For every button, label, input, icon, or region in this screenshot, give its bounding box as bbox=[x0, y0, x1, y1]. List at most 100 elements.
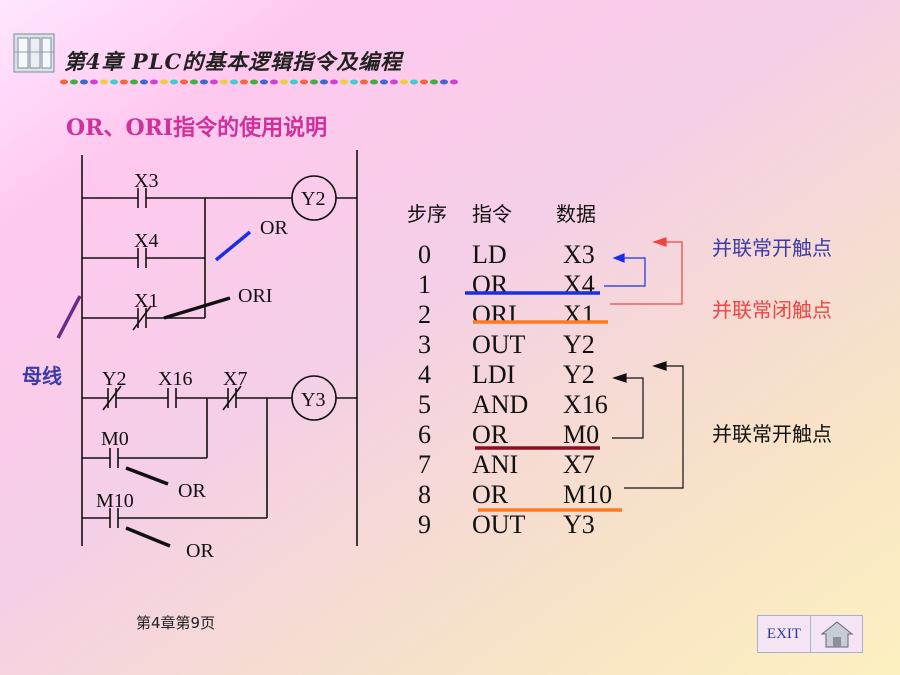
divider-dot bbox=[400, 79, 408, 85]
row-step: 5 bbox=[418, 390, 431, 419]
divider-dot bbox=[140, 79, 148, 85]
row-step: 1 bbox=[418, 270, 431, 299]
divider-dot bbox=[410, 79, 418, 85]
row-data: M10 bbox=[563, 480, 613, 509]
row-step: 8 bbox=[418, 480, 431, 509]
exit-button[interactable]: EXIT bbox=[758, 616, 811, 652]
divider-dot bbox=[420, 79, 428, 85]
row-step: 2 bbox=[418, 300, 431, 329]
row-instruction: ANI bbox=[472, 450, 519, 479]
row-step: 4 bbox=[418, 360, 431, 389]
row-data: X16 bbox=[563, 390, 608, 419]
divider-dot bbox=[350, 79, 358, 85]
or-annotation-1: OR bbox=[260, 217, 288, 239]
row-step: 0 bbox=[418, 240, 431, 269]
or-annotation-2: OR bbox=[178, 480, 206, 502]
divider-dot bbox=[270, 79, 278, 85]
coil-y3-label: Y3 bbox=[301, 389, 326, 411]
divider-dot bbox=[380, 79, 388, 85]
divider-dot bbox=[220, 79, 228, 85]
row-instruction: OR bbox=[472, 420, 509, 449]
divider-dot bbox=[450, 79, 458, 85]
divider-dot bbox=[280, 79, 288, 85]
row-instruction: LDI bbox=[472, 360, 516, 389]
home-button[interactable] bbox=[811, 616, 862, 652]
divider-dot bbox=[180, 79, 188, 85]
note-parallel-no-1: 并联常开触点 bbox=[712, 236, 832, 260]
note-parallel-nc: 并联常闭触点 bbox=[712, 298, 832, 322]
row-step: 6 bbox=[418, 420, 431, 449]
divider-dot bbox=[190, 79, 198, 85]
contact-m0-label: M0 bbox=[101, 428, 129, 450]
home-icon bbox=[820, 621, 853, 648]
divider-dot bbox=[90, 79, 98, 85]
divider-dot bbox=[290, 79, 298, 85]
divider-dot bbox=[330, 79, 338, 85]
header-divider bbox=[58, 72, 458, 91]
ori-annotation: ORI bbox=[238, 285, 273, 307]
row-step: 3 bbox=[418, 330, 431, 359]
section-title: OR、ORI指令的使用说明 bbox=[66, 115, 328, 141]
divider-dot bbox=[130, 79, 138, 85]
divider-dot bbox=[200, 79, 208, 85]
contact-y2-label: Y2 bbox=[102, 368, 127, 390]
contact-m10-label: M10 bbox=[96, 490, 134, 512]
divider-dot bbox=[150, 79, 158, 85]
divider-dot bbox=[440, 79, 448, 85]
divider-dot bbox=[240, 79, 248, 85]
divider-dot bbox=[310, 79, 318, 85]
row-data: Y2 bbox=[563, 330, 595, 359]
divider-dot bbox=[370, 79, 378, 85]
exit-nav: EXIT bbox=[757, 615, 863, 653]
divider-dot bbox=[390, 79, 398, 85]
row-instruction: AND bbox=[472, 390, 529, 419]
row-instruction: ORI bbox=[472, 300, 517, 329]
or-annotation-3: OR bbox=[186, 540, 214, 562]
divider-dot bbox=[250, 79, 258, 85]
divider-dot bbox=[340, 79, 348, 85]
divider-dot bbox=[120, 79, 128, 85]
row-data: X7 bbox=[563, 450, 595, 479]
divider-dot bbox=[360, 79, 368, 85]
divider-dot bbox=[430, 79, 438, 85]
divider-dot bbox=[80, 79, 88, 85]
row-data: Y3 bbox=[563, 510, 595, 539]
header-data: 数据 bbox=[556, 202, 596, 226]
row-data: X1 bbox=[563, 300, 595, 329]
contact-x1-label: X1 bbox=[134, 290, 159, 312]
coil-y2-label: Y2 bbox=[301, 188, 326, 210]
divider-dot bbox=[110, 79, 118, 85]
divider-dot bbox=[320, 79, 328, 85]
divider-dot bbox=[60, 79, 68, 85]
header-step: 步序 bbox=[407, 202, 447, 226]
page-footer: 第4章第9页 bbox=[136, 614, 216, 632]
row-data: M0 bbox=[563, 420, 600, 449]
row-data: X3 bbox=[563, 240, 595, 269]
row-instruction: LD bbox=[472, 240, 507, 269]
row-instruction: OR bbox=[472, 480, 509, 509]
divider-dot bbox=[160, 79, 168, 85]
divider-dot bbox=[100, 79, 108, 85]
divider-dot bbox=[230, 79, 238, 85]
logo-icon bbox=[12, 30, 56, 74]
row-instruction: OUT bbox=[472, 510, 526, 539]
contact-x7-label: X7 bbox=[223, 368, 248, 390]
divider-dot bbox=[70, 79, 78, 85]
row-data: Y2 bbox=[563, 360, 595, 389]
divider-dot bbox=[260, 79, 268, 85]
divider-dot bbox=[170, 79, 178, 85]
header-instruction: 指令 bbox=[472, 202, 512, 226]
note-parallel-no-2: 并联常开触点 bbox=[712, 422, 832, 446]
page-title: 第4章 PLC的基本逻辑指令及编程 bbox=[64, 49, 403, 74]
busbar-label: 母线 bbox=[22, 364, 62, 388]
contact-x16-label: X16 bbox=[158, 368, 193, 390]
contact-x3-label: X3 bbox=[134, 170, 159, 192]
row-instruction: OUT bbox=[472, 330, 526, 359]
row-step: 9 bbox=[418, 510, 431, 539]
row-step: 7 bbox=[418, 450, 431, 479]
contact-x4-label: X4 bbox=[134, 230, 159, 252]
divider-dot bbox=[300, 79, 308, 85]
divider-dot bbox=[210, 79, 218, 85]
